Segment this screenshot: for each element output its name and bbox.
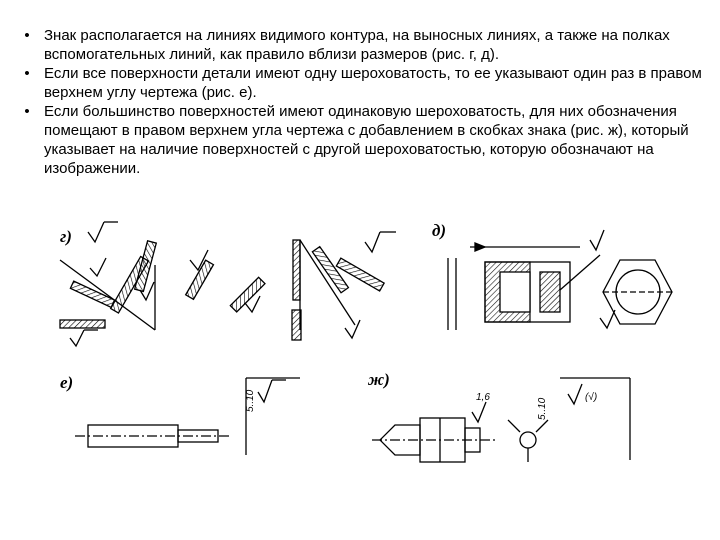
bullet-marker: • [24, 65, 30, 82]
bullet-text: Знак располагается на линиях видимого ко… [44, 27, 670, 63]
figure-d-caption: д) [432, 221, 446, 240]
figure-zh-fitting: ж) 1,6 (√) 5..10 [367, 370, 631, 463]
figure-e-shaft: е) 5..10 [60, 373, 300, 455]
bullet-text: Если большинство поверхностей имеют один… [44, 103, 689, 177]
bullet-item: • Если все поверхности детали имеют одну … [20, 64, 710, 102]
bullet-item: • Знак располагается на линиях видимого к… [20, 26, 710, 64]
figure-e-caption: е) [60, 373, 73, 392]
bullet-marker: • [24, 27, 30, 44]
figure-d-bushing-and-nut: д) [432, 221, 673, 330]
figure-zh-size: 1,6 [476, 392, 490, 403]
bullet-list: • Знак располагается на линиях видимого к… [20, 26, 710, 178]
figure-g-roughness-placement: г) [59, 221, 266, 348]
figure-e-dim: 5..10 [245, 389, 256, 412]
bullet-item: • Если большинство поверхностей имеют оди… [20, 102, 710, 178]
bullet-text: Если все поверхности детали имеют одну ш… [44, 65, 702, 101]
figure-zh-caption: ж) [367, 370, 390, 389]
figure-zh-dim: 5..10 [537, 397, 548, 420]
figure-g-caption: г) [60, 227, 72, 246]
figure-g-corner-detail [291, 231, 396, 341]
bullet-marker: • [24, 103, 30, 120]
technical-drawings: г) д) [59, 221, 673, 463]
figure-zh-paren-sign: (√) [585, 391, 597, 403]
